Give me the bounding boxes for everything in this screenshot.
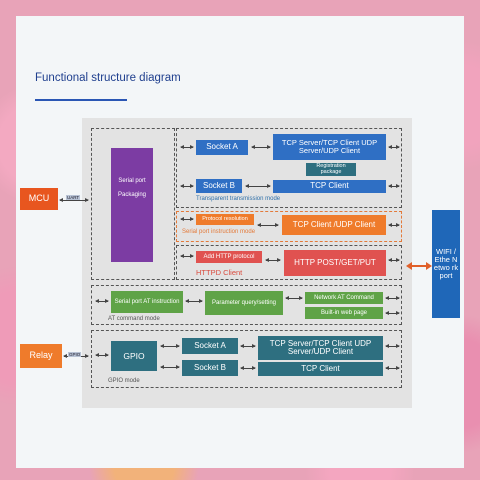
http-methods-label: HTTP POST/GET/PUT [294, 257, 376, 267]
tcp-server-client-box: TCP Server/TCP Client UDP Server/UDP Cli… [273, 134, 386, 160]
arrow-gpio-tcp-server [240, 344, 256, 348]
gpio-socket-b-label: Socket B [193, 362, 226, 372]
socket-a-box: Socket A [196, 140, 248, 155]
socket-a-label: Socket A [206, 142, 238, 152]
title-underline [35, 99, 127, 101]
add-http-protocol-label: Add HTTP protocol [203, 253, 255, 260]
arrow-param-right [285, 296, 303, 300]
mcu-label: MCU [28, 193, 50, 204]
arrow-gpio-left [95, 353, 109, 357]
http-methods-box: HTTP POST/GET/PUT [284, 250, 386, 276]
arrow-socket-b-right [245, 184, 271, 188]
built-in-web-page-label: Built-in web page [320, 309, 368, 316]
httpd-client-label: HTTPD Client [196, 268, 243, 277]
network-at-command-label: Network AT Command [314, 294, 374, 301]
gpio-tcp-client-box: TCP Client [258, 362, 383, 376]
transparent-mode-label: Transparent transmission mode [196, 196, 281, 202]
transparent-region [176, 128, 402, 208]
uart-tag: UART [66, 195, 81, 200]
gpio-label: GPIO [123, 350, 145, 361]
serial-port-label: Serial port [118, 178, 146, 184]
protocol-resolution-label: Protocol resolution [202, 215, 248, 222]
serial-port-packaging: Serial port Packaging [111, 148, 153, 262]
serial-instruction-region [176, 211, 402, 242]
arrow-gpio-tcp-client [240, 366, 256, 370]
arrow-at-left [95, 299, 109, 303]
registration-label: Registration package [316, 162, 346, 175]
at-command-mode-label: AT command mode [108, 316, 160, 322]
serial-instruction-mode-label: Serial port instruction mode [182, 229, 256, 235]
socket-b-box: Socket B [196, 179, 242, 193]
arrow-gpio-tcp-server-right [385, 344, 400, 348]
protocol-resolution-box: Protocol resolution [196, 214, 254, 225]
gpio-box: GPIO [111, 341, 157, 371]
arrow-socket-a-right [251, 145, 271, 149]
wifi-arrow [406, 262, 432, 270]
built-in-web-page-box: Built-in web page [305, 307, 383, 319]
arrow-gpio-socket-b [160, 365, 180, 369]
serial-at-instruction-box: Serial port AT instruction [111, 291, 183, 313]
relay-box: Relay [20, 344, 62, 368]
add-http-protocol-box: Add HTTP protocol [196, 251, 262, 263]
registration-box: Registration package [306, 163, 356, 176]
arrow-gpio-tcp-client-right [385, 366, 400, 370]
wifi-ethernet-box: WIFI / Ethe Netwo rk port [432, 210, 460, 318]
arrow-gpio-socket-a [160, 344, 180, 348]
page-title: Functional structure diagram [35, 72, 181, 84]
parameter-query-box: Parameter query/setting [205, 291, 283, 315]
socket-b-label: Socket B [202, 180, 235, 190]
relay-label: Relay [29, 350, 53, 361]
httpd-region [176, 245, 402, 280]
gpio-socket-b-box: Socket B [182, 360, 238, 376]
tcp-udp-client-box: TCP Client /UDP Client [282, 215, 386, 235]
wifi-label: WIFI / Ethe Netwo rk port [433, 247, 459, 280]
arrow-network-at-right [385, 296, 400, 300]
gpio-mode-region [91, 330, 402, 388]
tcp-server-client-label: TCP Server/TCP Client UDP Server/UDP Cli… [281, 138, 378, 155]
tcp-client-label: TCP Client [310, 181, 349, 191]
arrow-web-page-right [385, 311, 400, 315]
gpio-tcp-client-label: TCP Client [301, 363, 340, 373]
tcp-udp-client-label: TCP Client /UDP Client [292, 219, 376, 229]
arrow-tcp-udp-right [388, 223, 400, 227]
arrow-http-left [180, 254, 194, 258]
arrow-at-mid [185, 299, 203, 303]
parameter-query-label: Parameter query/setting [211, 299, 277, 306]
arrow-http-methods-right [388, 258, 400, 262]
gpio-socket-a-box: Socket A [182, 338, 238, 354]
packaging-label: Packaging [117, 192, 147, 199]
uart-arrow [59, 198, 89, 202]
arrow-http-right [265, 258, 281, 262]
packaging-region [91, 128, 175, 280]
at-command-region [91, 285, 402, 325]
tcp-client-box: TCP Client [273, 180, 386, 193]
arrow-tcp-client-right [388, 184, 400, 188]
gpio-socket-a-label: Socket A [194, 340, 226, 350]
mcu-box: MCU [20, 188, 58, 210]
serial-at-instruction-label: Serial port AT instruction [114, 298, 180, 305]
gpio-tag: GPIO [68, 352, 82, 357]
arrow-protocol-left [180, 217, 194, 221]
arrow-socket-b-left [180, 184, 194, 188]
arrow-socket-a-left [180, 145, 194, 149]
gpio-tcp-server-client-label: TCP Server/TCP Client UDP Server/UDP Cli… [269, 338, 372, 356]
arrow-tcp-right [388, 145, 400, 149]
arrow-protocol-right [257, 223, 279, 227]
network-at-command-box: Network AT Command [305, 292, 383, 304]
gpio-tcp-server-client-box: TCP Server/TCP Client UDP Server/UDP Cli… [258, 336, 383, 360]
gpio-mode-label: GPIO mode [108, 378, 140, 384]
